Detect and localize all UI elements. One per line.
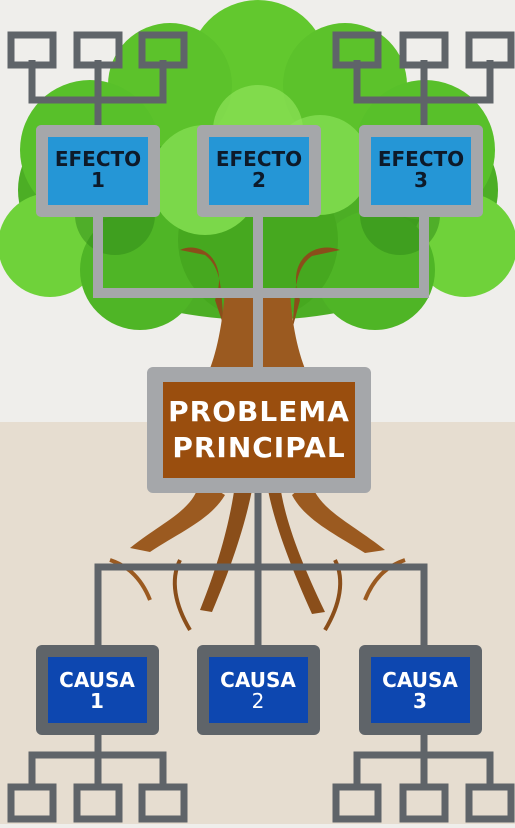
cause-2-number: 2	[251, 689, 265, 713]
effect-boxes	[36, 125, 483, 217]
cause-box-fill	[371, 657, 470, 723]
cause-2-label: CAUSA 2	[209, 662, 307, 720]
cause-boxes	[36, 645, 482, 735]
cause-2-title: CAUSA	[220, 668, 296, 692]
mini-box	[465, 31, 515, 69]
connector-lines	[28, 60, 494, 790]
mini-box	[399, 783, 449, 823]
mini-box	[332, 31, 382, 69]
cause-1-number: 1	[90, 689, 104, 713]
effect-2-number: 2	[252, 168, 266, 192]
cause-1-title: CAUSA	[59, 668, 135, 692]
cause-3-title: CAUSA	[382, 668, 458, 692]
mini-box	[332, 783, 382, 823]
effect-1-number: 1	[91, 168, 105, 192]
cause-box-fill	[48, 657, 147, 723]
mini-box	[399, 31, 449, 69]
effect-3-number: 3	[414, 168, 428, 192]
effect-connector-lines	[93, 213, 429, 372]
effect-box-fill	[48, 137, 148, 205]
mini-box	[138, 783, 188, 823]
cause-3-label: CAUSA 3	[371, 662, 469, 720]
effect-2-title: EFECTO	[215, 147, 303, 171]
problem-box	[147, 367, 371, 493]
problem-box-fill	[163, 382, 355, 478]
mini-box	[7, 31, 57, 69]
cause-1-label: CAUSA 1	[48, 662, 146, 720]
effect-1-label: EFECTO 1	[48, 146, 148, 194]
effect-2-label: EFECTO 2	[209, 146, 309, 194]
mini-box	[7, 783, 57, 823]
effect-box-fill	[371, 137, 471, 205]
mini-box	[465, 783, 515, 823]
effect-3-label: EFECTO 3	[371, 146, 471, 194]
mini-boxes	[7, 31, 515, 823]
cause-3-number: 3	[413, 689, 427, 713]
cause-box-fill	[209, 657, 308, 723]
effect-1-title: EFECTO	[54, 147, 142, 171]
effect-3-title: EFECTO	[377, 147, 465, 171]
mini-box	[138, 31, 188, 69]
mini-box	[73, 31, 123, 69]
problem-line-2: PRINCIPAL	[172, 431, 346, 464]
effect-box-fill	[209, 137, 309, 205]
mini-box	[73, 783, 123, 823]
problem-line-1: PROBLEMA	[168, 394, 350, 428]
problem-label: PROBLEMA PRINCIPAL	[168, 390, 350, 470]
